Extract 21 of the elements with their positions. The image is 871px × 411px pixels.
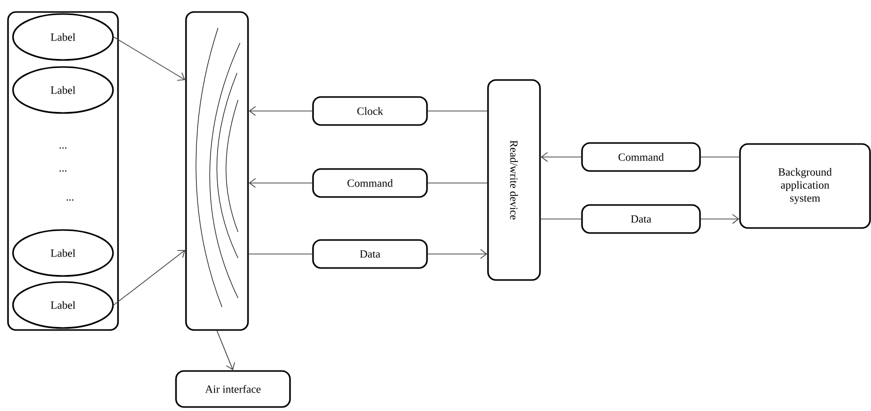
tag-container <box>7 11 119 331</box>
process-box: Data <box>581 204 701 234</box>
process-box: Air interface <box>175 370 291 408</box>
arrow <box>113 36 186 81</box>
process-box: Command <box>312 168 428 198</box>
process-box: Background application system <box>739 143 871 229</box>
arrow <box>216 330 236 370</box>
arrow <box>248 106 313 116</box>
antenna-box <box>185 11 249 331</box>
process-box: Clock <box>312 96 428 126</box>
process-box: Data <box>312 239 428 269</box>
arrow <box>700 214 740 224</box>
ellipsis: ... <box>66 199 74 201</box>
ellipsis: ... <box>60 170 66 172</box>
arrow <box>113 250 186 306</box>
process-box: Command <box>581 142 701 172</box>
arrow <box>248 178 313 188</box>
ellipsis: ... <box>60 147 66 149</box>
arrow <box>540 152 582 162</box>
arrow <box>427 249 488 259</box>
reader-box: Read/write device <box>487 79 541 281</box>
